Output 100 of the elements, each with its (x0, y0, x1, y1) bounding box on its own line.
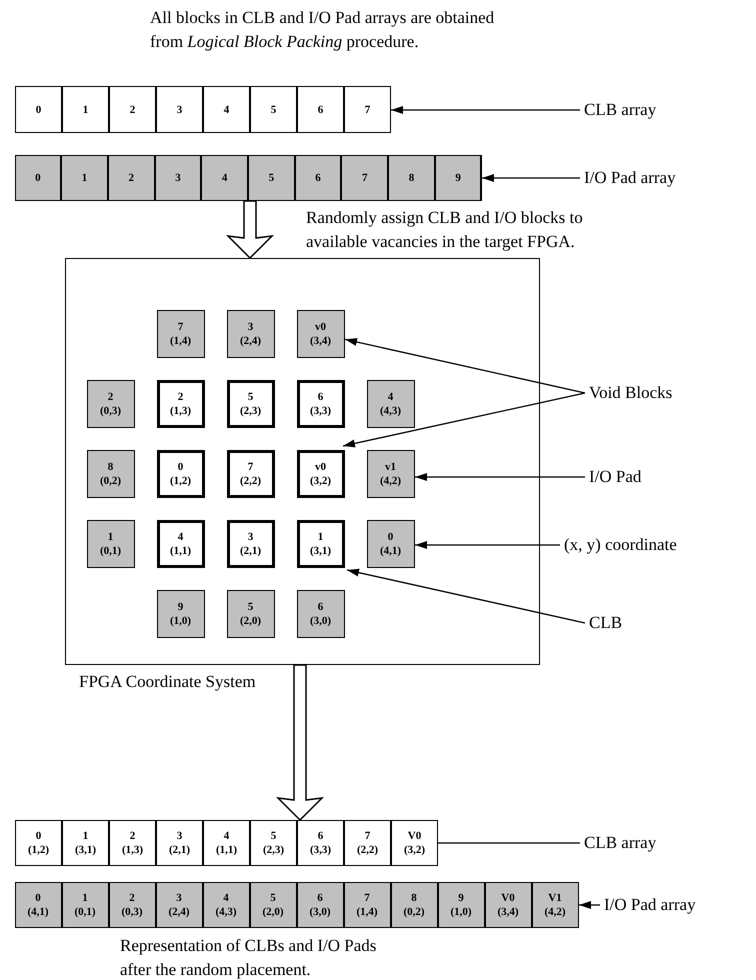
clb-block (15, 820, 62, 866)
coordinate-label: (4,2) (544, 904, 566, 918)
block-number: 0 (36, 829, 42, 843)
block-number: 5 (248, 390, 254, 404)
block-number: 5 (270, 829, 276, 843)
arrow (579, 901, 600, 909)
coordinate-label: (1,4) (356, 904, 378, 918)
coordinate-label: (2,0) (240, 614, 262, 628)
block-number: 0 (178, 460, 184, 474)
block-number: V0 (408, 829, 422, 843)
coordinate-label: (3,3) (310, 404, 332, 418)
fpga-grid-frame (65, 258, 540, 665)
clb-block (156, 520, 204, 568)
io-pad-block (296, 590, 344, 638)
block-number: 2 (129, 890, 135, 904)
block-number: v0 (315, 460, 326, 474)
block-number: 1 (82, 890, 88, 904)
io-pad-block (366, 450, 414, 498)
io-pad-block (62, 882, 108, 928)
block-number: 6 (318, 600, 324, 614)
block-number: 2 (128, 170, 134, 184)
block-number: 4 (178, 530, 184, 544)
block-number: 2 (130, 102, 136, 116)
clb-block (250, 820, 297, 866)
block-number: 5 (270, 890, 276, 904)
io-pad-block (226, 310, 274, 358)
block-number: 4 (224, 102, 230, 116)
block-number: 5 (248, 600, 254, 614)
block-number: 4 (222, 170, 228, 184)
io-pad-block (248, 154, 295, 200)
block-number: 7 (364, 829, 370, 843)
clb-array (15, 820, 438, 866)
block-number: 3 (175, 170, 181, 184)
coordinate-label: (2,1) (168, 843, 190, 857)
coordinate-label: (4,1) (27, 904, 49, 918)
clb-block (203, 86, 250, 133)
coordinate-label: (3,4) (310, 334, 332, 348)
arrow (346, 568, 586, 624)
clb-block (297, 820, 344, 866)
clb-block (203, 820, 250, 866)
io-pad-block (294, 154, 342, 200)
block-number: 1 (108, 530, 114, 544)
block-number: v0 (315, 320, 326, 334)
io-pad-block (438, 882, 484, 928)
coordinate-label: (0,2) (100, 474, 122, 488)
coordinate-label: (3,3) (310, 843, 332, 857)
hollow-arrow (276, 664, 324, 822)
clb-block (250, 86, 297, 133)
coordinate-label: (3,0) (310, 614, 332, 628)
coordinate-label: (3,4) (497, 904, 519, 918)
coordinate-label: (1,2) (170, 474, 192, 488)
arrow (415, 473, 585, 481)
block-number: 1 (82, 102, 88, 116)
io-pad-block (434, 154, 482, 200)
block-number: 9 (458, 890, 464, 904)
note-text: Representation of CLBs and I/O Pads after the random placement. (120, 935, 378, 980)
block-number: 2 (178, 390, 184, 404)
coordinate-label: (2,3) (262, 843, 284, 857)
io-pad-block (388, 154, 435, 200)
block-number: V1 (548, 890, 562, 904)
io-pad-block (61, 154, 108, 200)
block-number: 1 (82, 170, 88, 184)
block-number: 8 (411, 890, 417, 904)
block-number: 4 (223, 890, 229, 904)
coordinate-label: (3,2) (404, 843, 426, 857)
io-pad-block (366, 520, 414, 568)
io-pad-block (156, 882, 202, 928)
coordinate-label: (1,0) (170, 614, 192, 628)
coordinate-label: (1,2) (28, 843, 50, 857)
io-pad-array (15, 882, 579, 928)
clb-block (109, 86, 156, 133)
block-number: v1 (385, 460, 396, 474)
block-number: 3 (176, 829, 182, 843)
io-pad-block (202, 882, 250, 928)
coordinate-label: (0,3) (100, 404, 122, 418)
block-number: 6 (315, 170, 321, 184)
clb-block (297, 86, 344, 133)
arrow (391, 106, 580, 114)
coordinate-label: (1,1) (170, 544, 192, 558)
block-number: 5 (270, 102, 276, 116)
coordinate-label: (1,0) (450, 904, 472, 918)
block-number: 9 (455, 170, 461, 184)
block-number: 0 (35, 890, 41, 904)
io-pad-block (14, 882, 62, 928)
clb-block (296, 520, 344, 568)
io-pad-block (484, 882, 532, 928)
clb-block (296, 380, 344, 428)
clb-block (344, 820, 391, 866)
block-number: 1 (318, 530, 324, 544)
clb-block (156, 820, 203, 866)
clb-block (156, 450, 204, 498)
coordinate-label: (2,4) (168, 904, 190, 918)
io-pad-block (108, 154, 155, 200)
coordinate-label: (2,2) (240, 474, 262, 488)
io-pad-block (156, 310, 204, 358)
coordinate-label: (4,1) (380, 544, 402, 558)
coordinate-label: (4,3) (380, 404, 402, 418)
coordinate-label: (0,2) (403, 904, 425, 918)
coordinate-label: (2,3) (240, 404, 262, 418)
coordinate-label: (2,1) (240, 544, 262, 558)
